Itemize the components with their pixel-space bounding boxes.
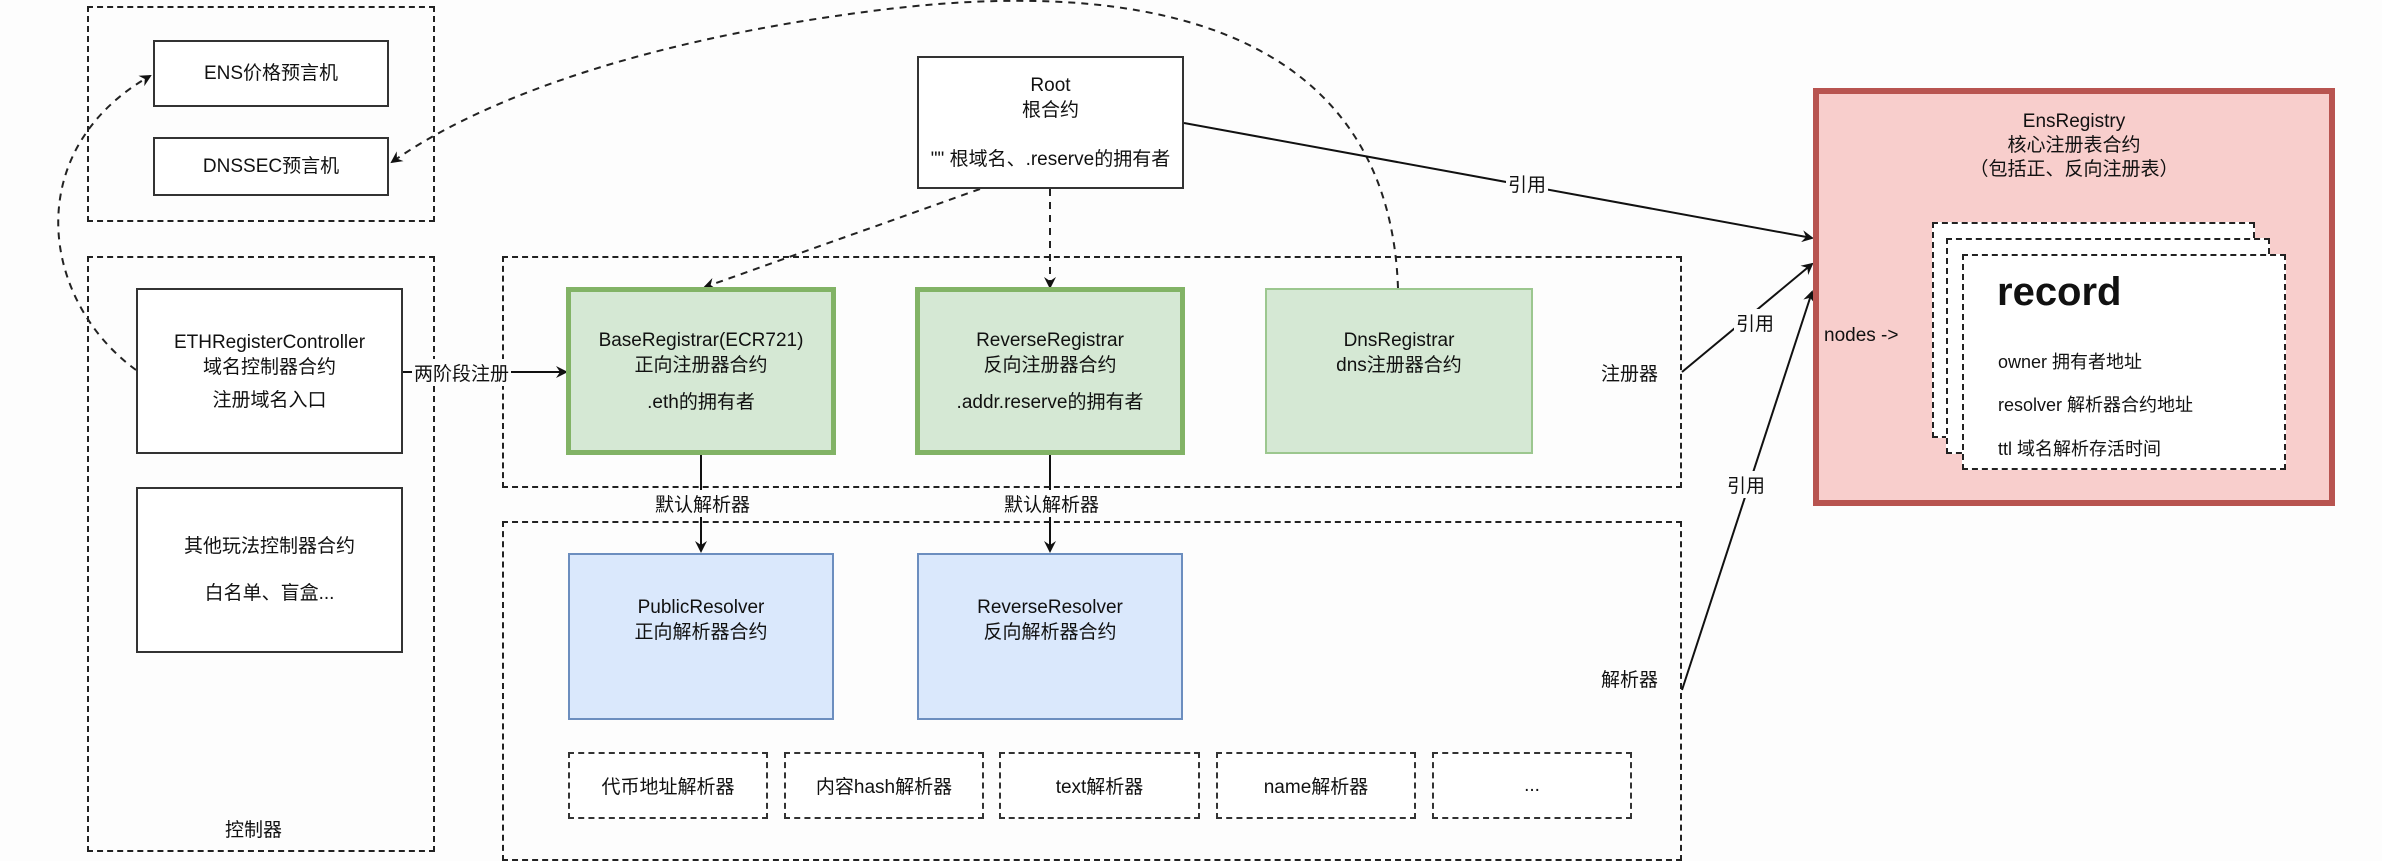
registrar-group-label: 注册器 [1601,364,1659,385]
sub-resolver-label: text解析器 [1055,777,1144,798]
controller-group-label: 控制器 [225,820,283,841]
dnssec-oracle-label: DNSSEC预言机 [202,156,340,177]
public-resolver-desc: 正向解析器合约 [634,622,768,643]
edge-root-to-registry [1183,122,1814,243]
sub-resolver-label: 内容hash解析器 [815,777,953,798]
edge-dns-to-dnssec [390,0,1399,289]
oracle-group [87,6,435,222]
record-field-ttl: ttl 域名解析存活时间 [1998,439,2162,459]
root-note: "" 根域名、.reserve的拥有者 [930,149,1171,170]
public-resolver[interactable]: PublicResolver 正向解析器合约 [568,553,834,720]
base-registrar-note: .eth的拥有者 [647,391,755,413]
eth-controller-name: ETHRegisterController [173,331,366,353]
edge-label-reference-registrars: 引用 [1734,309,1777,336]
dnssec-oracle[interactable]: DNSSEC预言机 [153,137,389,196]
sub-resolver-content-hash[interactable]: 内容hash解析器 [784,752,984,819]
sub-resolver-label: name解析器 [1263,777,1369,798]
sub-resolver-more[interactable]: ... [1432,752,1632,819]
other-controller[interactable]: 其他玩法控制器合约 白名单、盲盒... [136,487,403,653]
public-resolver-name: PublicResolver [637,597,765,618]
edge-label-default-resolver-1: 默认解析器 [653,490,753,517]
record-title: record [1997,270,2122,314]
reverse-registrar-desc: 反向注册器合约 [983,354,1117,376]
edge-label-two-phase: 两阶段注册 [412,359,512,386]
dns-registrar-desc: dns注册器合约 [1336,355,1462,376]
ens-registry-name: EnsRegistry [2022,111,2126,132]
reverse-resolver[interactable]: ReverseResolver 反向解析器合约 [917,553,1183,720]
dns-registrar-name: DnsRegistrar [1343,330,1455,351]
reverse-resolver-name: ReverseResolver [977,597,1123,618]
eth-controller-desc: 域名控制器合约 [202,356,336,378]
record-field-owner: owner 拥有者地址 [1998,352,2143,372]
base-registrar[interactable]: BaseRegistrar(ECR721) 正向注册器合约 .eth的拥有者 [566,287,836,455]
record-card[interactable] [1962,254,2286,470]
sub-resolver-label: 代币地址解析器 [601,777,735,798]
reverse-registrar-name: ReverseRegistrar [976,329,1124,351]
ens-price-oracle[interactable]: ENS价格预言机 [153,40,389,107]
ens-registry-note: （包括正、反向注册表） [1969,159,2179,180]
root-contract[interactable]: Root 根合约 "" 根域名、.reserve的拥有者 [917,56,1184,189]
other-controller-note: 白名单、盲盒... [204,583,335,604]
ens-price-oracle-label: ENS价格预言机 [203,63,339,84]
root-name: Root [1030,75,1071,96]
ens-registry-header: EnsRegistry 核心注册表合约 （包括正、反向注册表） [1813,110,2335,182]
resolver-group-label: 解析器 [1601,670,1659,691]
edge-label-reference-resolvers: 引用 [1725,471,1768,498]
eth-register-controller[interactable]: ETHRegisterController 域名控制器合约 注册域名入口 [136,288,403,454]
reverse-registrar-note: .addr.reserve的拥有者 [956,391,1144,413]
ens-registry-desc: 核心注册表合约 [2007,135,2141,156]
eth-controller-note: 注册域名入口 [212,389,327,411]
base-registrar-desc: 正向注册器合约 [634,354,768,376]
root-desc: 根合约 [1021,100,1079,121]
sub-resolver-label: ... [1524,774,1540,796]
reverse-registrar[interactable]: ReverseRegistrar 反向注册器合约 .addr.reserve的拥… [915,287,1185,455]
reverse-resolver-desc: 反向解析器合约 [983,622,1117,643]
sub-resolver-name[interactable]: name解析器 [1216,752,1416,819]
other-controller-desc: 其他玩法控制器合约 [183,536,355,557]
record-field-resolver: resolver 解析器合约地址 [1998,395,2194,415]
controller-group [87,256,435,852]
base-registrar-name: BaseRegistrar(ECR721) [598,329,804,351]
edge-label-default-resolver-2: 默认解析器 [1002,490,1102,517]
dns-registrar[interactable]: DnsRegistrar dns注册器合约 [1265,288,1533,454]
sub-resolver-token-address[interactable]: 代币地址解析器 [568,752,768,819]
nodes-label: nodes -> [1824,325,1899,346]
sub-resolver-text[interactable]: text解析器 [999,752,1200,819]
edge-label-reference-root: 引用 [1506,170,1549,197]
